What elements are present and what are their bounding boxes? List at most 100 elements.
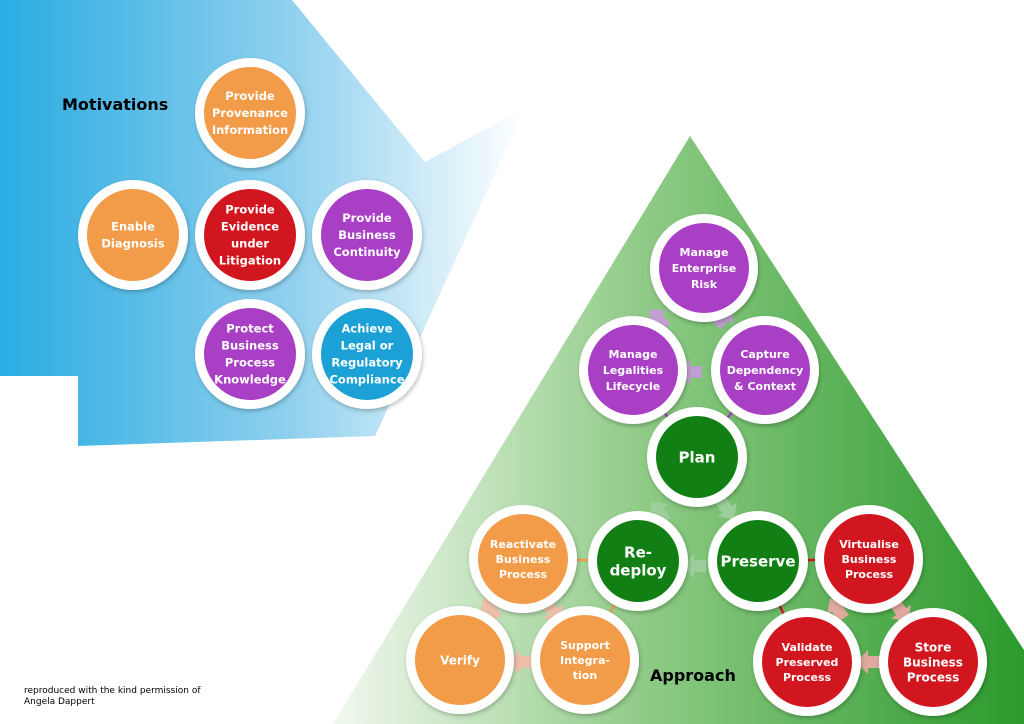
node-fill: [321, 189, 413, 281]
node-fill: [415, 615, 505, 705]
node-label: Continuity: [333, 245, 401, 259]
node-label: Provide: [342, 211, 392, 225]
node-label: Risk: [691, 278, 718, 291]
node-label: Business: [338, 228, 396, 242]
node-label: Compliance: [329, 373, 404, 387]
node-fill: [762, 617, 852, 707]
node-label: Manage: [609, 348, 658, 361]
node-label: Business: [221, 339, 279, 353]
node-label: Reactivate: [490, 538, 556, 551]
flow-arrow-7: [827, 598, 849, 622]
motivations-title: Motivations: [62, 95, 169, 114]
node-label: Verify: [440, 653, 480, 667]
node-label: tion: [573, 669, 597, 682]
node-label: Knowledge: [214, 373, 286, 387]
node-label: Process: [225, 356, 275, 370]
node-plan: Plan: [647, 407, 747, 507]
node-fill: [87, 189, 179, 281]
node-redeploy: Re-deploy: [588, 511, 688, 611]
flow-arrow-12: [508, 650, 532, 674]
node-label: Business: [842, 553, 897, 566]
flow-arrow-4: [649, 501, 671, 525]
node-fill: [597, 520, 679, 602]
approach-title: Approach: [650, 666, 736, 685]
node-fill: [717, 520, 799, 602]
node-label: Support: [560, 639, 610, 652]
node-fill: [204, 67, 296, 159]
node-label: Plan: [679, 448, 716, 466]
node-fill: [720, 325, 810, 415]
node-label: under: [231, 237, 269, 251]
node-label: Protect: [226, 322, 274, 336]
node-label: Dependency: [727, 364, 804, 377]
node-label: Process: [845, 568, 894, 581]
node-fill: [888, 617, 978, 707]
node-label: Business: [903, 655, 963, 669]
node-label: Preserved: [776, 656, 839, 669]
credit-line-2: Angela Dappert: [24, 697, 95, 707]
flow-arrow-6: [682, 554, 706, 578]
node-label: deploy: [610, 561, 667, 579]
node-label: Re-: [624, 543, 652, 561]
credit-line-1: reproduced with the kind permission of: [24, 686, 201, 696]
node-label: Provide: [225, 89, 275, 103]
node-label: Process: [499, 568, 548, 581]
node-label: Evidence: [221, 220, 279, 234]
node-circles: ProvideProvenanceInformationEnableDiagno…: [78, 58, 987, 716]
node-label: Lifecycle: [606, 380, 660, 393]
node-fill: [204, 308, 296, 400]
node-label: Enterprise: [672, 262, 737, 275]
node-label: Legal or: [341, 339, 394, 353]
flow-arrow-5: [715, 496, 737, 520]
flow-arrow-10: [480, 598, 502, 622]
flow-arrow-9: [856, 650, 880, 674]
node-label: Provenance: [212, 106, 288, 120]
node-label: Diagnosis: [101, 237, 164, 251]
node-fill: [824, 514, 914, 604]
node-label: Achieve: [342, 322, 393, 336]
node-label: Integra-: [560, 654, 610, 667]
node-fill: [204, 189, 296, 281]
credit-note: reproduced with the kind permission of A…: [24, 686, 201, 708]
node-preserve: Preserve: [708, 511, 808, 611]
node-label: Process: [783, 671, 832, 684]
node-label: Regulatory: [331, 356, 403, 370]
node-label: Business: [496, 553, 551, 566]
node-fill: [321, 308, 413, 400]
node-label: Preserve: [720, 552, 795, 570]
node-label: Store: [915, 640, 952, 654]
node-fill: [659, 223, 749, 313]
node-label: Virtualise: [839, 538, 899, 551]
node-label: Legalities: [603, 364, 664, 377]
node-label: & Context: [734, 380, 796, 393]
node-fill: [540, 615, 630, 705]
node-label: Enable: [111, 220, 155, 234]
node-label: Manage: [680, 246, 729, 259]
flow-arrow-1: [648, 309, 671, 332]
node-label: Information: [212, 123, 288, 137]
node-label: Provide: [225, 203, 275, 217]
node-fill: [478, 514, 568, 604]
node-fill: [656, 416, 738, 498]
node-label: Process: [907, 670, 960, 684]
node-fill: [588, 325, 678, 415]
node-label: Capture: [740, 348, 789, 361]
node-label: Litigation: [219, 254, 281, 268]
node-verify: Verify: [406, 606, 514, 714]
node-label: Validate: [782, 641, 833, 654]
